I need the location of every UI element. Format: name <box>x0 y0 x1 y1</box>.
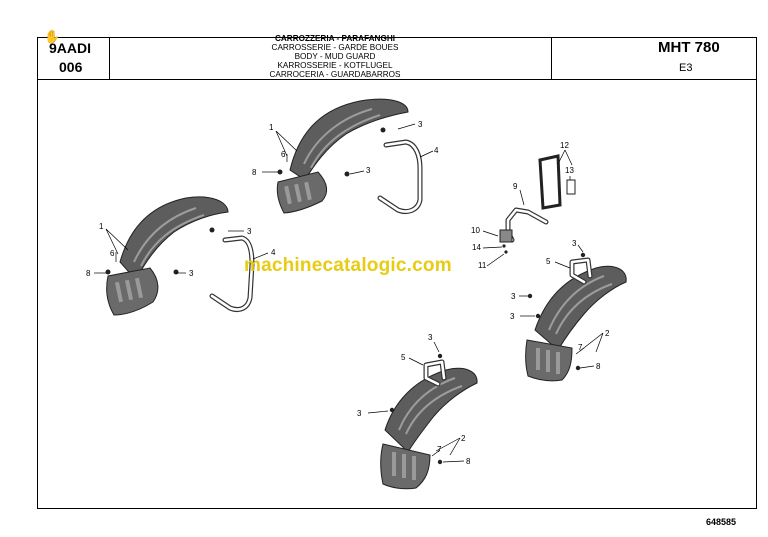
model-variant: E3 <box>679 62 693 74</box>
callout-10: 10 <box>471 226 480 235</box>
code-cell <box>37 37 110 80</box>
callout-2: 2 <box>605 329 610 338</box>
title-es: CARROCERIA - GUARDABARROS <box>269 70 401 79</box>
mud-flap-left <box>106 267 159 316</box>
drawing-reference: 648585 <box>706 517 737 527</box>
mirror-assembly <box>482 149 576 267</box>
callout-5: 5 <box>401 353 406 362</box>
model-cell <box>551 37 757 80</box>
callout-3: 3 <box>357 409 362 418</box>
fender-left <box>119 196 229 281</box>
fender-assembly-left <box>94 196 269 316</box>
drawing-frame <box>37 37 757 509</box>
callout-8: 8 <box>596 362 601 371</box>
callout-3: 3 <box>572 239 577 248</box>
model-name: MHT 780 <box>658 39 720 56</box>
callout-1: 1 <box>99 222 104 231</box>
callout-5: 5 <box>546 257 551 266</box>
section-number: 006 <box>59 59 83 75</box>
callout-7: 7 <box>437 445 442 454</box>
callout-4: 4 <box>271 248 276 257</box>
title-en: BODY - MUD GUARD <box>294 52 376 61</box>
callout-3: 3 <box>247 227 252 236</box>
callout-6: 6 <box>281 150 286 159</box>
mud-flap-upper <box>276 171 328 214</box>
fender-groove <box>548 275 613 335</box>
fender-assembly-lower <box>367 341 478 490</box>
callout-4: 4 <box>434 146 439 155</box>
hand-icon[interactable]: ✋ <box>44 29 61 44</box>
fender-assembly-upper <box>262 98 434 215</box>
callout-8: 8 <box>466 457 471 466</box>
fender-groove <box>398 377 463 435</box>
fender-groove <box>303 108 381 169</box>
callout-8: 8 <box>252 168 257 177</box>
title-fr: CARROSSERIE - GARDE BOUES <box>271 43 399 52</box>
callout-12: 12 <box>560 141 569 150</box>
callout-2: 2 <box>461 434 466 443</box>
callout-3: 3 <box>428 333 433 342</box>
callout-3: 3 <box>510 312 515 321</box>
callout-7: 7 <box>578 343 583 352</box>
callout-3: 3 <box>418 120 423 129</box>
fender-groove <box>133 207 205 267</box>
title-it: CARROZZERIA - PARAFANGHI <box>274 34 396 43</box>
title-de: KARROSSERIE - KOTFLUGEL <box>277 61 393 70</box>
callout-14: 14 <box>472 243 481 252</box>
callout-8: 8 <box>86 269 91 278</box>
callout-1: 1 <box>269 123 274 132</box>
title-block <box>37 37 757 80</box>
callout-13: 13 <box>565 166 574 175</box>
watermark: machinecatalogic.com <box>244 255 452 276</box>
mirror-glass <box>538 154 562 210</box>
fender-upper <box>289 98 409 181</box>
callout-3: 3 <box>366 166 371 175</box>
section-code: 9AADI <box>49 40 92 56</box>
mirror-clamp <box>499 229 513 243</box>
callout-9: 9 <box>513 182 518 191</box>
callout-11: 11 <box>478 261 487 270</box>
fender-assembly-right <box>519 244 627 382</box>
callout-3: 3 <box>511 292 516 301</box>
callout-6: 6 <box>110 249 115 258</box>
callout-3: 3 <box>189 269 194 278</box>
title-list: CARROZZERIA - PARAFANGHI CARROSSERIE - G… <box>200 34 470 79</box>
mirror-cap <box>566 179 576 195</box>
